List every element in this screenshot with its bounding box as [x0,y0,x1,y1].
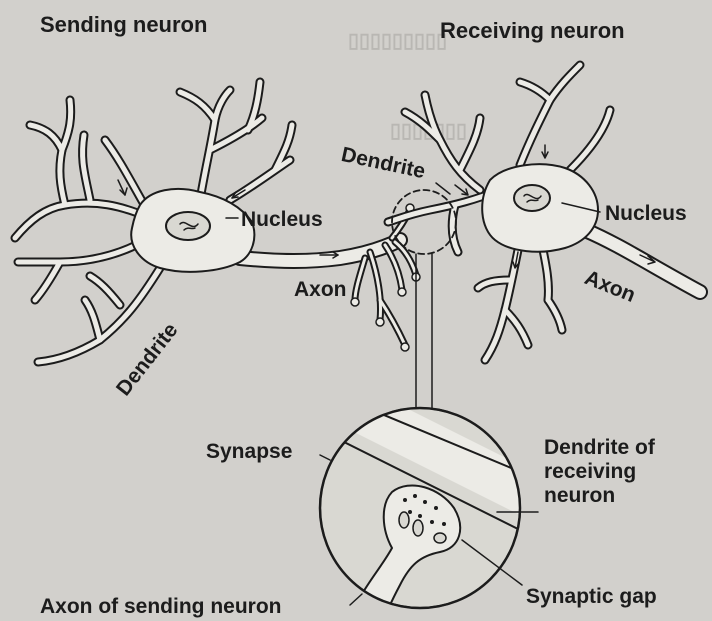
title-sending-neuron: Sending neuron [40,13,207,37]
receiving-nucleus [514,185,550,211]
label-dendrite-of-receiving-neuron: Dendrite of receiving neuron [544,436,655,508]
sending-neuron [15,82,420,362]
label-synapse: Synapse [206,440,292,464]
label-axon-sending: Axon [294,278,347,302]
label-dendrite-of-line-3: neuron [544,484,655,508]
label-synaptic-gap: Synaptic gap [526,585,657,609]
label-nucleus-sending: Nucleus [241,208,323,232]
sending-nucleus [166,212,210,240]
label-dendrite-of-line-1: Dendrite of [544,436,655,460]
label-axon-of-sending-neuron: Axon of sending neuron [40,595,282,619]
title-receiving-neuron: Receiving neuron [440,19,625,43]
label-dendrite-of-line-2: receiving [544,460,655,484]
label-nucleus-receiving: Nucleus [605,202,687,226]
magnified-synapse [300,360,540,621]
